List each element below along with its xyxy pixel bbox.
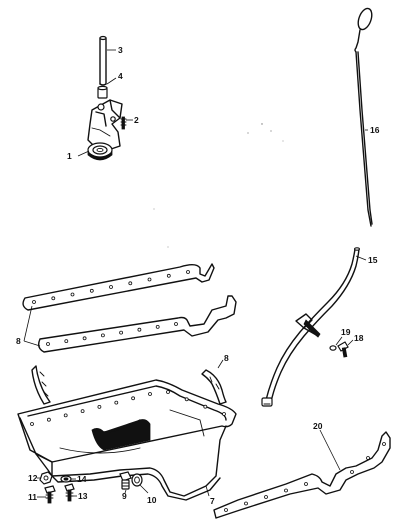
gasket-hole — [64, 339, 69, 344]
stud-bolt — [44, 485, 56, 504]
gasket-hole — [304, 482, 308, 486]
callout-16: 16 — [370, 125, 380, 135]
scan-specks — [153, 123, 284, 248]
gasket-hole — [382, 442, 386, 446]
gasket-hole — [284, 488, 288, 493]
callout-19: 19 — [341, 327, 351, 337]
shaft-collar — [97, 77, 117, 99]
pump-shaft — [99, 35, 116, 86]
gasket-hole — [147, 277, 152, 282]
callout-1: 1 — [67, 151, 72, 161]
callout-20: 20 — [313, 421, 323, 431]
flange-hole — [222, 412, 226, 416]
callout-13: 13 — [78, 491, 88, 501]
callout-18: 18 — [354, 333, 364, 343]
gasket-hole — [128, 281, 133, 286]
callout-leaders-misc — [37, 477, 127, 498]
callout-3: 3 — [118, 45, 123, 55]
bracket-washer — [329, 336, 343, 351]
callout-14: 14 — [77, 474, 87, 484]
flange-hole — [114, 400, 119, 405]
pump-bolt — [120, 116, 133, 130]
flange-hole — [47, 417, 51, 422]
flange-hole — [131, 396, 136, 401]
drain-plug — [119, 471, 132, 490]
gasket-hole — [186, 270, 190, 274]
callout-8b: 8 — [224, 353, 229, 363]
drain-gasket — [131, 473, 149, 494]
end-seal-left — [31, 365, 51, 405]
gasket-hole — [119, 330, 123, 335]
hex-nut — [39, 471, 53, 485]
gasket-hole — [82, 336, 87, 341]
callout-2: 2 — [134, 115, 139, 125]
lock-washer — [60, 475, 72, 483]
callout-9: 9 — [122, 491, 127, 501]
pump-screen — [77, 142, 113, 161]
gasket-hole — [32, 300, 36, 304]
gasket-hole — [137, 327, 142, 332]
dipstick-tube — [261, 247, 367, 407]
gasket-hole — [174, 322, 178, 326]
flange-hole — [203, 404, 208, 409]
gasket-hole — [166, 273, 171, 278]
gasket-hole — [89, 288, 94, 293]
flange-hole — [63, 413, 68, 418]
flange-hole — [148, 392, 152, 396]
oil-pan — [17, 379, 237, 501]
gasket-hole — [101, 333, 105, 338]
flange-hole — [97, 404, 102, 409]
gasket-hole — [264, 495, 268, 499]
flange-hole — [30, 422, 34, 426]
oil-pump — [87, 99, 123, 151]
gasket-hole — [224, 508, 228, 512]
gasket-hole — [366, 456, 370, 460]
callout-4: 4 — [118, 71, 123, 81]
end-seal-right — [201, 359, 227, 405]
side-gasket-upper — [22, 263, 215, 311]
pan-bolt — [64, 483, 75, 502]
gasket-leader-lines — [23, 305, 41, 347]
flange-hole — [166, 390, 170, 394]
flange-hole — [80, 409, 85, 414]
tube-bracket — [295, 313, 321, 338]
gasket-hole — [109, 285, 113, 289]
flange-hole — [184, 397, 189, 402]
gasket-hole — [46, 342, 50, 346]
callout-10: 10 — [147, 495, 157, 505]
callout-8a: 8 — [16, 336, 21, 346]
gasket-hole — [244, 501, 248, 506]
rear-pan-gasket — [213, 429, 391, 519]
callout-15: 15 — [368, 255, 378, 265]
gasket-hole — [70, 292, 75, 297]
gasket-hole — [51, 296, 56, 301]
gasket-hole — [350, 470, 354, 474]
callout-12: 12 — [28, 473, 38, 483]
gasket-hole — [155, 324, 160, 329]
bracket-bolt — [337, 339, 354, 358]
side-gasket-lower — [37, 295, 237, 353]
dipstick — [354, 7, 373, 227]
callout-labels: 1 2 3 4 16 15 8 8 19 18 20 7 9 10 12 14 … — [16, 45, 380, 506]
callout-7: 7 — [210, 496, 215, 506]
callout-11: 11 — [28, 492, 37, 502]
